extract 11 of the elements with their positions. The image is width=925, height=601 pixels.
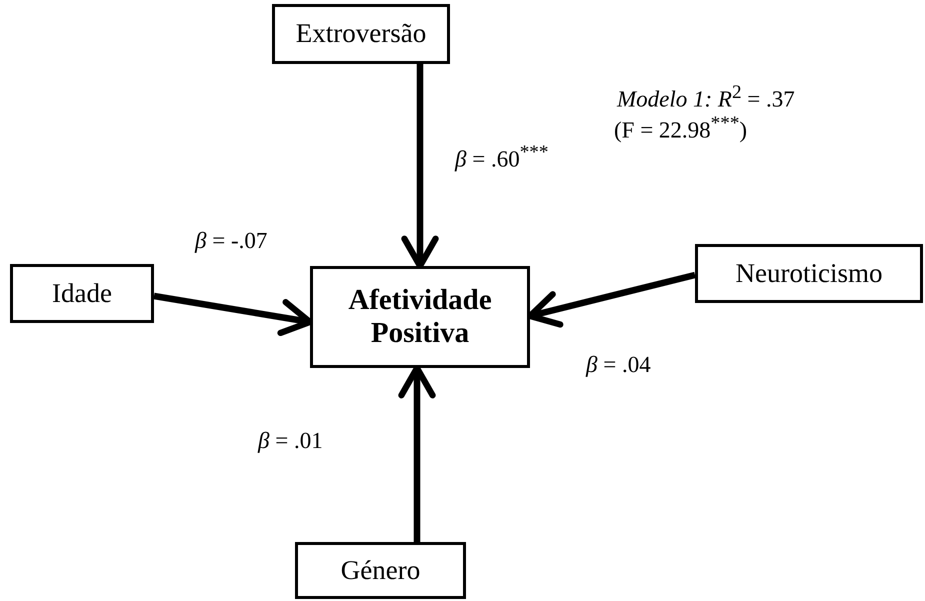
predictor-box: Idade [10,264,154,323]
model-note: (F = 22.98$^{***}$) [614,113,748,144]
edge-label: β = .01 [258,428,323,454]
outcome-box: Afetividade Positiva [310,266,530,368]
predictor-box: Extroversão [272,4,450,64]
edge-label: β = .04 [586,352,651,378]
predictor-box: Género [295,542,466,599]
predictor-box: Neuroticismo [695,244,923,303]
edge-label: β = .60$^{***}$ [455,142,548,173]
model-note: Modelo 1: R$^{2}$ = .37 [617,82,795,113]
edge-label: β = -.07 [195,228,268,254]
